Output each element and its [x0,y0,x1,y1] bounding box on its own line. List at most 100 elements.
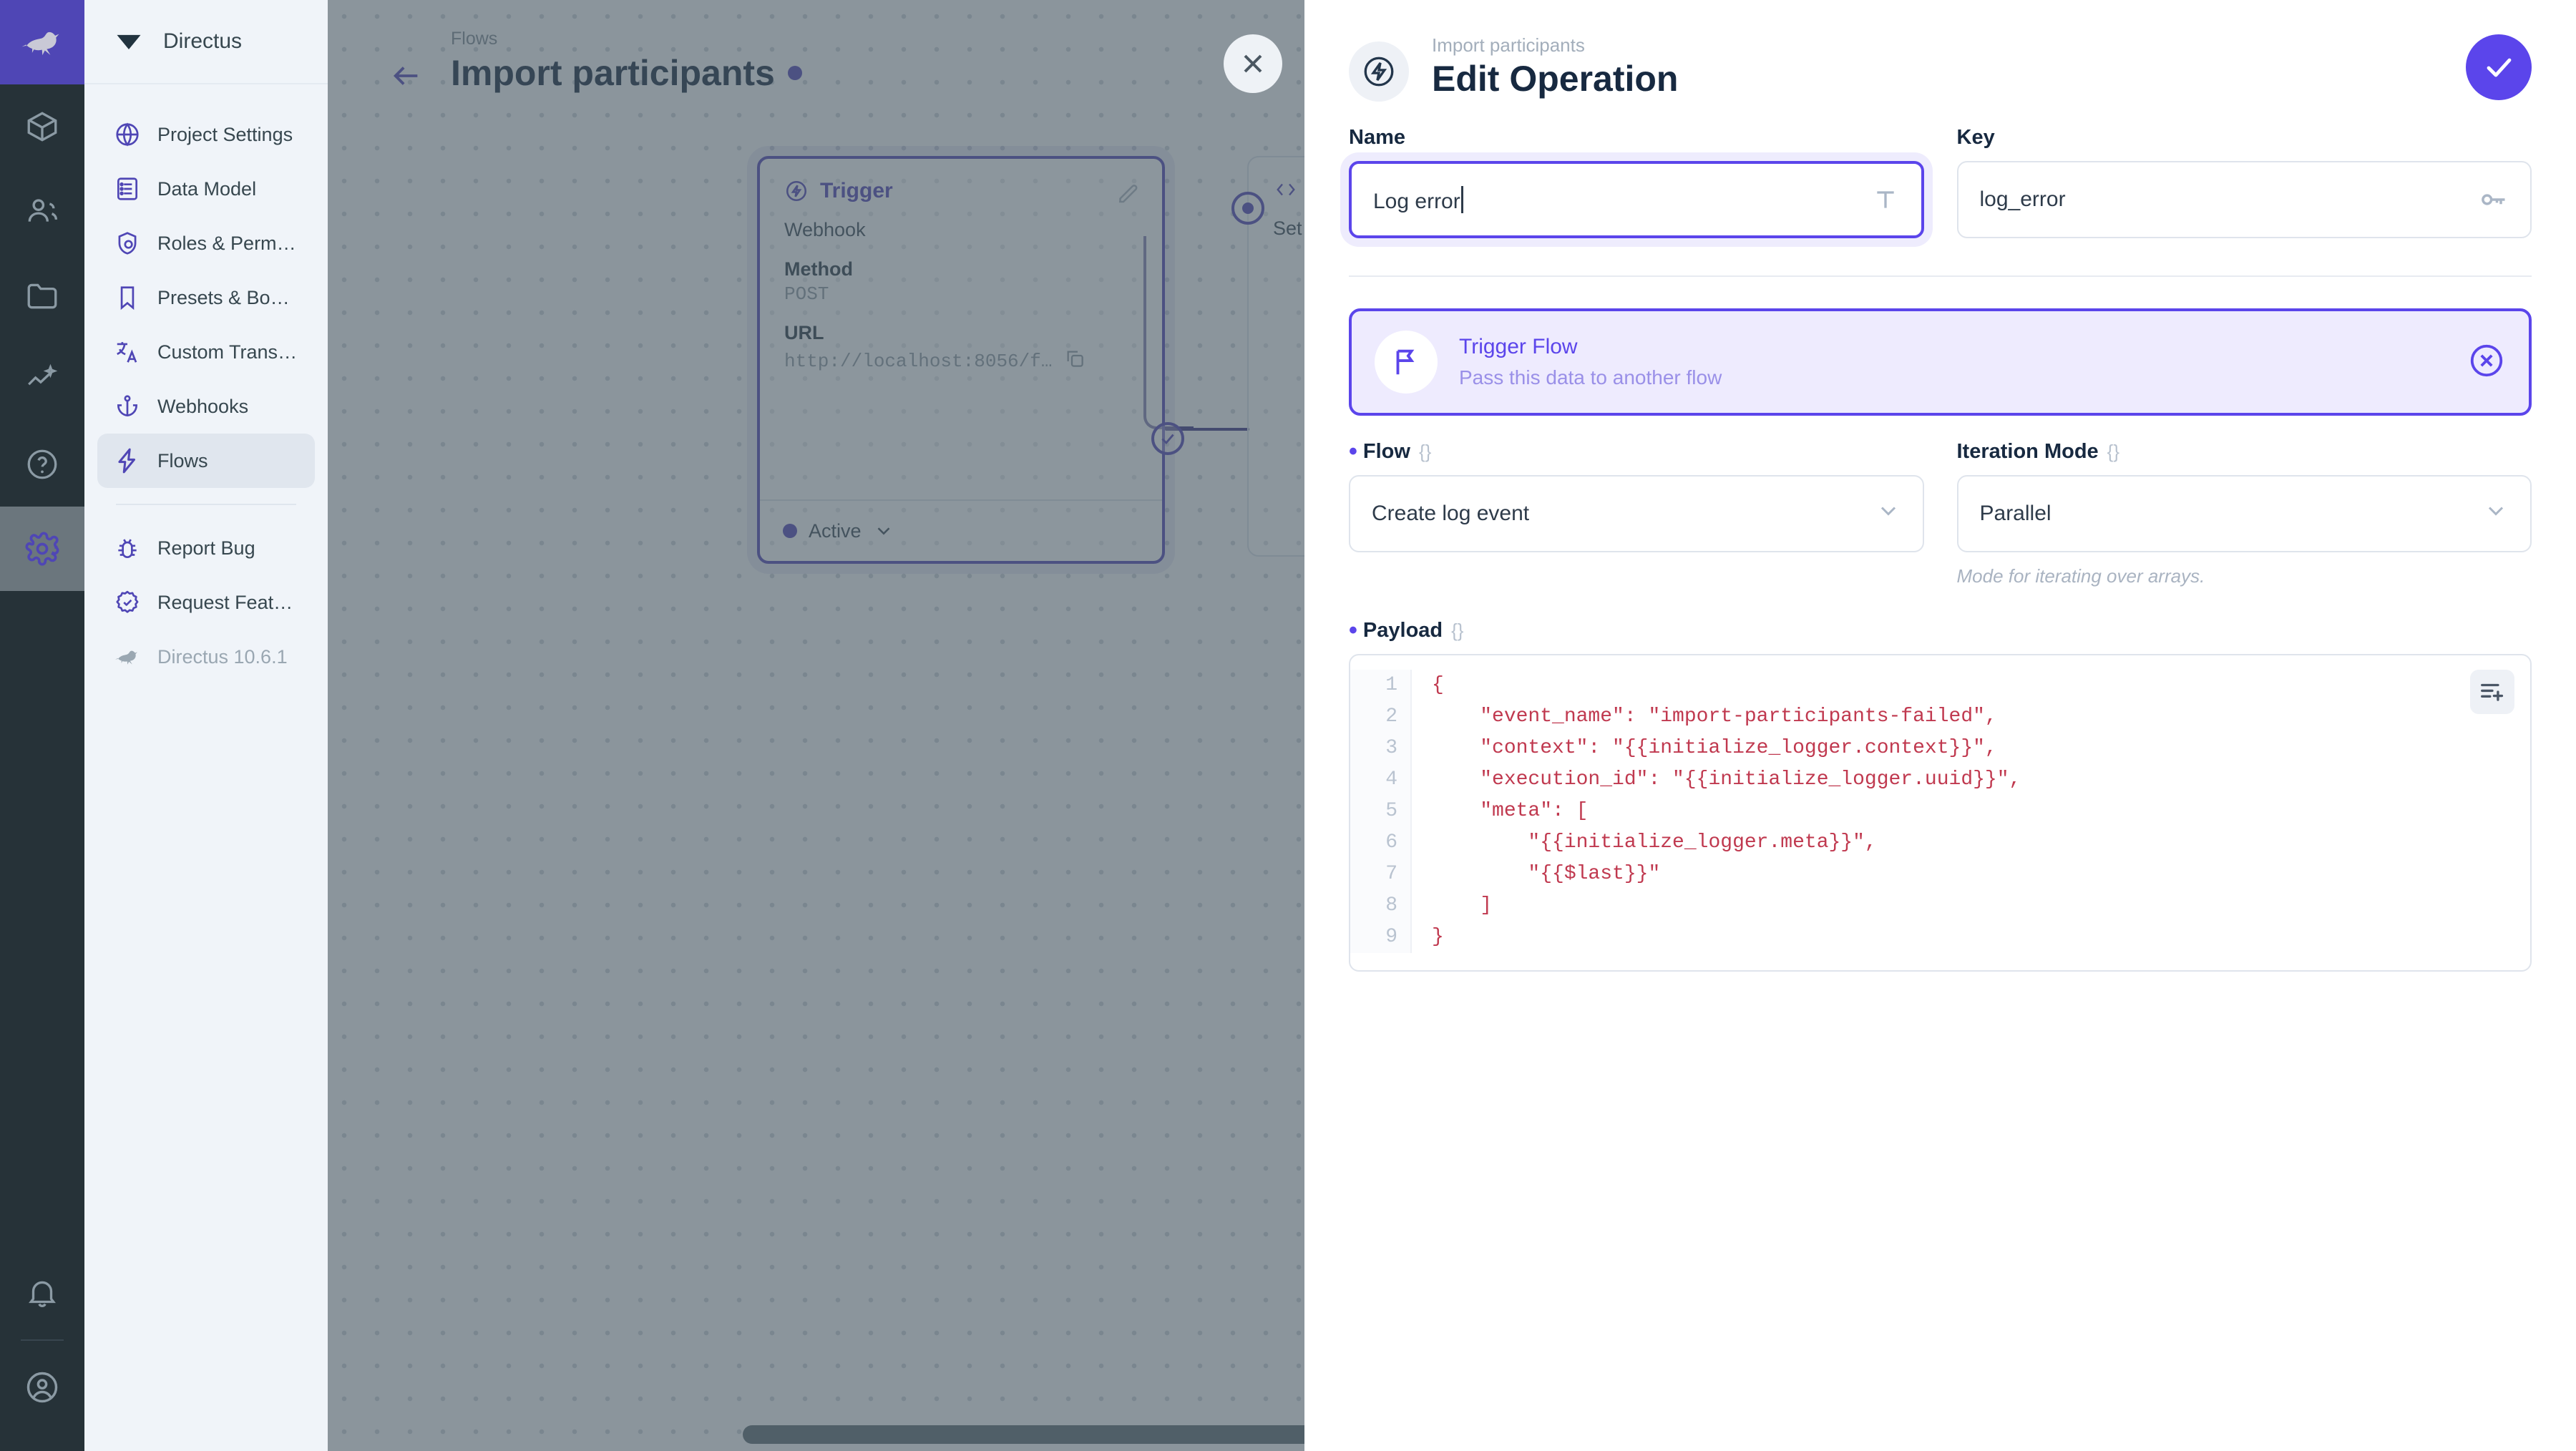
rail-item-notifications[interactable] [0,1251,84,1335]
iteration-label: Iteration Mode {} [1957,440,2532,464]
pencil-icon[interactable] [1115,180,1141,210]
page-title: Import participants [451,52,802,94]
bug-icon [113,534,142,562]
sidebar-header: Directus [84,0,328,84]
sidebar-item-report-bug[interactable]: Report Bug [97,521,315,575]
key-input-value: log_error [1979,187,2066,211]
bolt-circle-icon [1349,41,1409,102]
save-button[interactable] [2466,34,2532,100]
sidebar-item-label: Request Feature [157,591,299,613]
check-icon [2487,58,2512,77]
sidebar-item-presets-bookmarks[interactable]: Presets & Bookmar... [97,270,315,325]
chevron-down-icon [877,527,889,535]
page-title-text: Import participants [451,53,775,93]
node-status[interactable]: Active [760,499,1162,561]
code-area[interactable]: 1 2 3 4 5 6 7 8 9 { "event_name": "impor… [1350,655,2530,970]
rail-item-account[interactable] [0,1345,84,1430]
globe-icon [113,120,142,149]
question-circle-icon [27,449,57,479]
sidebar-item-data-model[interactable]: Data Model [97,162,315,216]
sidebar-item-label: Flows [157,449,208,472]
published-dot [787,66,802,80]
flow-brace-icon: {} [1418,441,1432,462]
node-type-label: Trigger [784,179,1138,203]
drawer-body: Name Log error Key log_error [1304,102,2576,972]
rail-item-docs[interactable] [0,422,84,507]
node-field-label: Method [784,258,853,280]
flow-field-group: Flow {} Create log event [1349,440,1924,587]
name-input-value: Log error [1373,185,1861,214]
flow-select[interactable]: Create log event [1349,475,1924,552]
sidebar-item-roles-permissions[interactable]: Roles & Permissions [97,216,315,270]
copy-icon[interactable] [1063,347,1086,376]
drawer-header: Import participants Edit Operation [1304,0,2576,102]
node-field-label: URL [784,322,824,343]
sidebar-item-label: Data Model [157,177,257,200]
text-format-icon[interactable] [1871,185,1900,214]
sidebar-item-request-feature[interactable]: Request Feature [97,575,315,630]
close-drawer-button[interactable] [1224,34,1282,93]
module-rail [0,0,84,1451]
sidebar-item-label: Presets & Bookmar... [157,286,299,308]
directus-logo[interactable] [0,0,84,84]
name-input-text: Log error [1373,189,1460,213]
breadcrumb[interactable]: Flows [451,29,498,49]
rail-item-users[interactable] [0,169,84,253]
key-field-group: Key log_error [1956,126,2532,238]
name-input[interactable]: Log error [1349,161,1924,238]
rail-item-content[interactable] [0,84,84,169]
sidebar-item-project-settings[interactable]: Project Settings [97,107,315,162]
close-circle-icon[interactable] [2467,341,2506,383]
iteration-mode-select[interactable]: Parallel [1956,475,2532,552]
chart-line-icon [28,363,58,386]
key-input[interactable]: log_error [1956,161,2532,238]
node-url-text: http://localhost:8056/f… [784,351,1053,372]
node-field-value: POST [784,283,829,305]
sidebar-item-label: Webhooks [157,395,249,417]
settings-sidebar: Directus Project Settings Data Model Rol… [84,0,328,1451]
flow-node-trigger[interactable]: Trigger Webhook Method POST URL http://l… [757,156,1184,564]
key-label: Key [1956,126,1995,149]
payload-brace-icon: {} [1451,620,1464,641]
sidebar-nav-list: Project Settings Data Model Roles & Perm… [84,84,328,684]
iteration-brace-icon: {} [2107,441,2120,462]
node-field-value-url: http://localhost:8056/f… [784,347,1138,376]
iteration-label-text: Iteration Mode [1956,440,2099,463]
node-body: Trigger Webhook Method POST URL http://l… [760,159,1162,396]
drawer-titles: Import participants Edit Operation [1432,34,1678,99]
sidebar-item-label: Roles & Permissions [157,232,299,254]
back-button[interactable] [378,47,435,104]
flag-icon [1375,331,1438,394]
translate-icon [113,338,142,366]
sidebar-item-webhooks[interactable]: Webhooks [97,379,315,434]
user-circle-icon [26,1372,58,1403]
flow-label: Flow {} [1349,440,1924,464]
node-port-success[interactable] [1151,422,1184,455]
name-field-group: Name Log error [1349,126,1924,238]
payload-label: Payload {} [1349,619,2532,643]
flow-label-text: Flow [1362,440,1410,463]
bell-icon [29,1281,56,1307]
node-port-input[interactable] [1231,192,1264,225]
operation-type-card[interactable]: Trigger Flow Pass this data to another f… [1349,308,2532,416]
sidebar-item-label: Directus 10.6.1 [157,645,288,668]
format-indent-icon[interactable] [2470,670,2514,714]
sidebar-item-custom-translations[interactable]: Custom Translations [97,325,315,379]
rail-item-insights[interactable] [0,338,84,422]
badge-check-icon [113,588,142,617]
key-icon [2477,184,2509,215]
rail-item-settings[interactable] [0,507,84,591]
code-content[interactable]: { "event_name": "import-participants-fai… [1432,674,2021,948]
node-type-text: Trigger [820,179,893,202]
port-pin [1242,202,1254,214]
iteration-select-value: Parallel [1979,502,2051,525]
payload-code-editor[interactable]: 1 2 3 4 5 6 7 8 9 { "event_name": "impor… [1349,654,2532,972]
section-divider [1349,275,2532,277]
bolt-circle-icon [786,180,807,202]
sidebar-item-flows[interactable]: Flows [97,434,315,488]
bookmark-icon [113,283,142,312]
payload-label-text: Payload [1362,619,1443,642]
rail-item-files[interactable] [0,253,84,338]
close-icon [1244,54,1262,73]
node-actions [1115,180,1141,210]
